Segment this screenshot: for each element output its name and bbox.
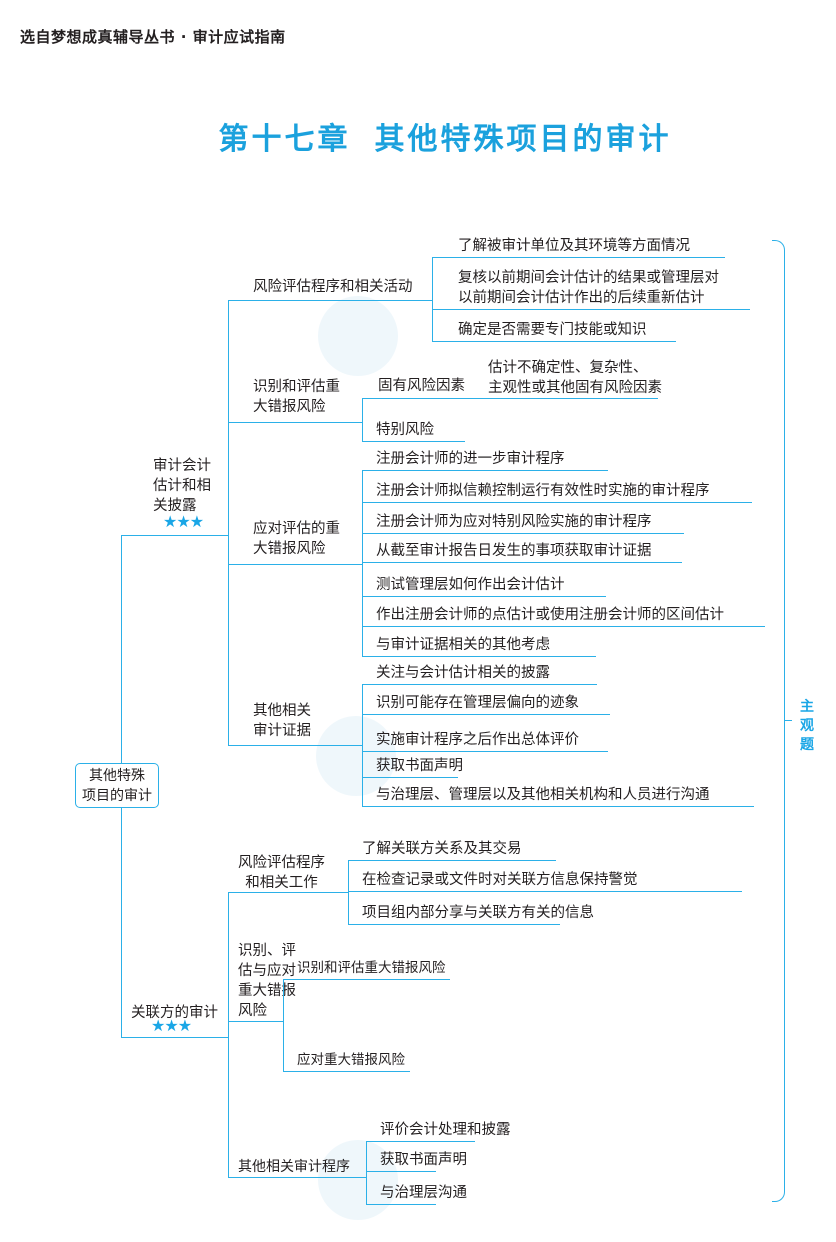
side-label: 主观题	[800, 699, 814, 753]
sub-underline	[228, 300, 432, 301]
sub-connector	[362, 398, 363, 441]
leaf-underline	[362, 398, 658, 399]
branch2-underline	[121, 1037, 228, 1038]
list-item: 复核以前期间会计估计的结果或管理层对以前期间会计估计作出的后续重新估计	[432, 266, 750, 310]
list-item: 确定是否需要专门技能或知识	[432, 318, 676, 342]
sub-connector	[362, 470, 363, 656]
sub-label: 其他相关审计程序	[238, 1159, 350, 1175]
sub-label: 其他相关审计证据	[253, 703, 311, 739]
list-item: 应对重大错报风险	[283, 1049, 410, 1072]
branch1-connector	[228, 300, 229, 745]
sub-connector	[362, 684, 363, 806]
sub-underline	[228, 892, 348, 893]
list-item: 与审计证据相关的其他考虑	[362, 634, 596, 657]
list-item: 与治理层、管理层以及其他相关机构和人员进行沟通	[362, 784, 754, 807]
right-bracket	[772, 240, 785, 1202]
sub-connector	[348, 860, 349, 924]
list-item: 在检查记录或文件时对关联方信息保持警觉	[348, 869, 742, 892]
list-item: 项目组内部分享与关联方有关的信息	[348, 902, 594, 925]
sub-underline	[228, 422, 362, 423]
branch1-underline	[121, 535, 228, 536]
list-item: 注册会计师的进一步审计程序	[362, 448, 608, 471]
list-item: 从截至审计报告日发生的事项获取审计证据	[362, 540, 682, 563]
root-line: 项目的审计	[82, 788, 152, 804]
bracket-tip	[784, 720, 792, 721]
sub-underline	[228, 564, 362, 565]
sub-label: 应对评估的重大错报风险	[253, 521, 340, 557]
importance-stars: ★★★	[163, 512, 204, 531]
root-connector	[121, 535, 122, 763]
list-item: 识别可能存在管理层偏向的迹象	[362, 692, 610, 715]
list-item: 评价会计处理和披露	[366, 1119, 511, 1142]
chapter-number: 第十七章	[218, 122, 351, 157]
sub-connector	[283, 979, 284, 1072]
list-item: 识别和评估重大错报风险	[283, 957, 450, 980]
list-item: 注册会计师为应对特别风险实施的审计程序	[362, 511, 684, 534]
page-title: 第十七章其他特殊项目的审计	[0, 114, 836, 158]
branch2-label: 关联方的审计	[131, 1005, 218, 1021]
sub-label: 风险评估程序和相关工作	[238, 855, 325, 891]
watermark-logo	[318, 1140, 398, 1220]
watermark-logo	[316, 716, 396, 796]
chapter-name: 其他特殊项目的审计	[374, 122, 672, 157]
inherent-risk-detail: 估计不确定性、复杂性、主观性或其他固有风险因素	[488, 360, 662, 396]
root-connector	[121, 808, 122, 1037]
watermark-logo	[318, 296, 398, 376]
sub-label: 识别和评估重大错报风险	[253, 379, 340, 415]
sub-underline	[228, 745, 362, 746]
root-node: 其他特殊 项目的审计	[75, 763, 159, 808]
sub-connector	[432, 257, 433, 341]
list-item: 与治理层沟通	[366, 1182, 467, 1205]
list-item: 关注与会计估计相关的披露	[362, 662, 597, 685]
sub-underline	[228, 1177, 366, 1178]
list-item: 获取书面声明	[362, 755, 463, 778]
root-line: 其他特殊	[89, 768, 145, 784]
list-item: 特别风险	[362, 419, 465, 442]
branch2-connector	[228, 892, 229, 1177]
branch1-label: 审计会计估计和相关披露	[153, 458, 211, 514]
list-item: 测试管理层如何作出会计估计	[362, 574, 606, 597]
importance-stars: ★★★	[151, 1016, 192, 1035]
sub-label: 风险评估程序和相关活动	[253, 279, 413, 295]
sub-underline	[228, 1021, 283, 1022]
list-item: 注册会计师拟信赖控制运行有效性时实施的审计程序	[362, 480, 752, 503]
book-header: 选自梦想成真辅导丛书 · 审计应试指南	[20, 28, 286, 46]
list-item: 作出注册会计师的点估计或使用注册会计师的区间估计	[362, 604, 765, 627]
sub-label: 识别、评估与应对重大错报风险	[238, 943, 296, 1019]
sub-connector	[366, 1141, 367, 1204]
list-item: 实施审计程序之后作出总体评价	[362, 729, 608, 752]
inherent-risk-label: 固有风险因素	[378, 378, 465, 394]
list-item: 获取书面声明	[366, 1149, 467, 1172]
list-item: 了解被审计单位及其环境等方面情况	[432, 235, 725, 258]
list-item: 了解关联方关系及其交易	[348, 838, 556, 861]
